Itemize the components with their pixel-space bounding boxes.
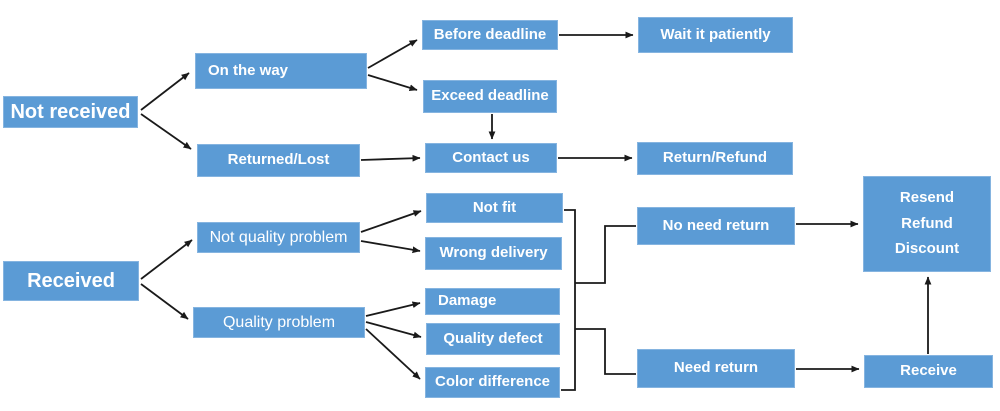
edge-not-received-to-on-the-way — [140, 72, 190, 111]
node-resend-refund-discount: Resend Refund Discount — [863, 176, 991, 272]
node-contact-us: Contact us — [425, 143, 557, 173]
node-no-need-return: No need return — [637, 207, 795, 245]
edge-returned-lost-to-contact-us — [360, 154, 421, 162]
edge-not-quality-problem-to-not-fit — [360, 210, 422, 233]
edge-bracket-vertical — [561, 209, 576, 391]
edge-bracket-to-no-need-return — [575, 225, 636, 284]
node-not-received: Not received — [3, 96, 138, 128]
node-receive: Receive — [864, 355, 993, 388]
discount-line: Discount — [894, 240, 960, 258]
node-return-refund: Return/Refund — [637, 142, 793, 175]
edge-not-quality-problem-to-wrong-delivery — [360, 240, 421, 254]
node-need-return: Need return — [637, 349, 795, 388]
edge-received-to-quality-problem — [140, 283, 189, 320]
edge-on-the-way-to-before-deadline — [367, 39, 418, 69]
node-wait-it-patiently: Wait it patiently — [638, 17, 793, 53]
node-quality-defect: Quality defect — [426, 323, 560, 355]
edge-on-the-way-to-exceed-deadline — [367, 74, 418, 92]
refund-line: Refund — [901, 214, 953, 232]
node-before-deadline: Before deadline — [422, 20, 558, 50]
edge-bracket-to-need-return — [575, 328, 636, 375]
node-not-quality-problem: Not quality problem — [197, 222, 360, 253]
node-received: Received — [3, 261, 139, 301]
node-damage: Damage — [425, 288, 560, 315]
node-not-fit: Not fit — [426, 193, 563, 223]
node-on-the-way: On the way — [195, 53, 367, 89]
edge-quality-problem-to-color-difference — [365, 328, 421, 380]
node-wrong-delivery: Wrong delivery — [425, 237, 562, 270]
node-quality-problem: Quality problem — [193, 307, 365, 338]
node-color-difference: Color difference — [425, 367, 560, 398]
edge-not-received-to-returned-lost — [140, 113, 192, 150]
node-returned-lost: Returned/Lost — [197, 144, 360, 177]
edge-quality-problem-to-damage — [365, 301, 421, 317]
node-exceed-deadline: Exceed deadline — [423, 80, 557, 113]
resend-line: Resend — [899, 189, 955, 207]
edge-quality-problem-to-quality-defect — [365, 321, 422, 339]
edge-received-to-not-quality-problem — [140, 239, 193, 280]
